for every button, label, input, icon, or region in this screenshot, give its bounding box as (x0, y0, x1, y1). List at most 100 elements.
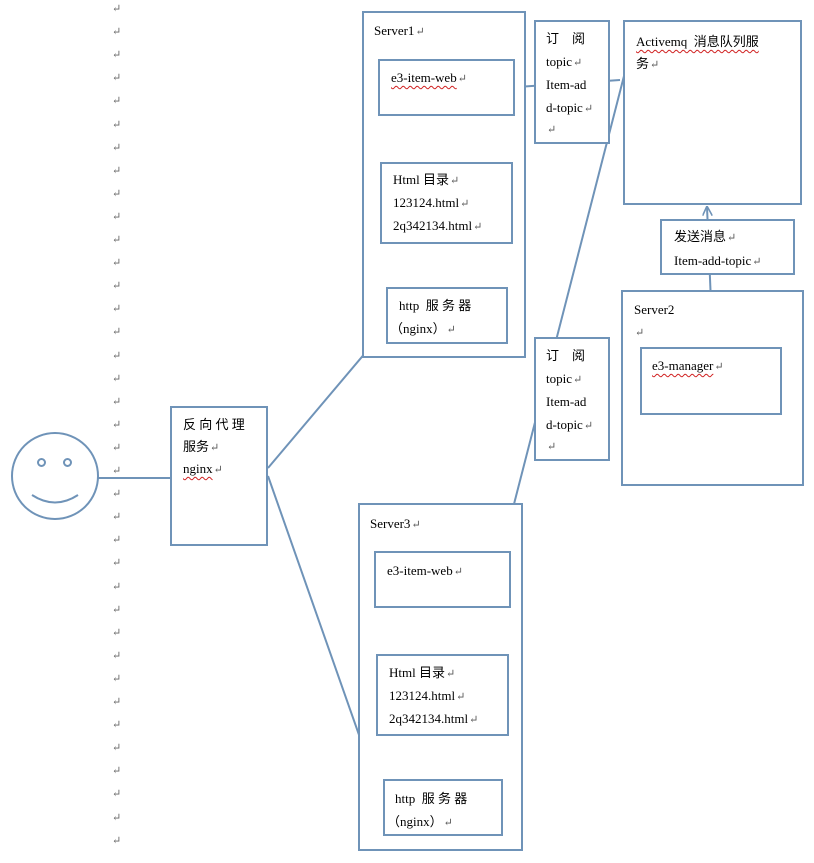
paragraph-mark: ↵ (415, 26, 425, 38)
server1-web: e3-item-web (391, 70, 457, 85)
send-line1-wrap: 发送消息↵ (674, 226, 736, 249)
server3-web: e3-item-web (387, 563, 453, 578)
manager-wrap: e3-manager↵ (652, 355, 724, 378)
server1-html-box: Html 目录↵ 123124.html↵ 2q342134.html↵ (380, 162, 513, 244)
paragraph-mark: ↵ (112, 673, 122, 685)
proxy-line1: 反 向 代 理 (183, 417, 245, 432)
server3-http-line2: （nginx） (387, 814, 443, 829)
paragraph-mark: ↵ (112, 765, 122, 777)
server3-html-title-wrap: Html 目录↵ (389, 662, 455, 685)
paragraph-mark: ↵ (446, 324, 456, 336)
server1-file1: 123124.html (393, 195, 460, 210)
paragraph-mark: ↵ (727, 232, 737, 244)
paragraph-mark: ↵ (112, 742, 122, 754)
e3-manager-box: e3-manager↵ (640, 347, 782, 415)
activemq-box: Activemq 消息队列服 务↵ (623, 20, 802, 205)
paragraph-mark: ↵ (112, 188, 122, 200)
paragraph-mark: ↵ (112, 326, 122, 338)
paragraph-mark: ↵ (547, 441, 557, 453)
activemq-line2-wrap: 务↵ (636, 53, 659, 76)
sub-bottom-line4: d-topic (546, 417, 583, 432)
server1-file2: 2q342134.html (393, 218, 473, 233)
paragraph-mark: ↵ (112, 211, 122, 223)
paragraph-mark: ↵ (112, 835, 122, 847)
paragraph-mark: ↵ (714, 361, 724, 373)
paragraph-mark: ↵ (457, 73, 467, 85)
server3-title-wrap: Server3↵ (370, 513, 421, 536)
server2-title: Server2 (634, 302, 675, 317)
paragraph-mark: ↵ (449, 175, 460, 187)
proxy-line2-wrap: 服务↵ (183, 436, 219, 459)
paragraph-mark: ↵ (460, 198, 470, 210)
send-message-box: 发送消息↵ Item-add-topic↵ (660, 219, 795, 275)
paragraph-mark: ↵ (112, 511, 122, 523)
paragraph-mark: ↵ (112, 719, 122, 731)
server1-web-wrap: e3-item-web↵ (391, 67, 467, 90)
user-eye-right (63, 458, 72, 467)
proxy-line3: nginx (183, 461, 213, 476)
paragraph-mark: ↵ (650, 59, 660, 71)
paragraph-mark: ↵ (112, 627, 122, 639)
sub-top-line2: topic (546, 54, 572, 69)
server3-http-line2-wrap: （nginx）↵ (387, 811, 453, 834)
server1-title-wrap: Server1↵ (374, 20, 425, 43)
paragraph-mark: ↵ (112, 280, 122, 292)
sub-bottom-line3: Item-ad (546, 394, 587, 409)
server1-http-box: http 服 务 器 （nginx）↵ (386, 287, 508, 344)
proxy-line3-wrap: nginx↵ (183, 458, 223, 481)
paragraph-mark: ↵ (112, 812, 122, 824)
server3-html-title: Html 目录 (389, 665, 445, 680)
sub-top-line3: Item-ad (546, 77, 587, 92)
activemq-line1: Activemq 消息队列服 (636, 34, 759, 49)
paragraph-mark: ↵ (635, 327, 645, 339)
server1-file2-wrap: 2q342134.html↵ (393, 215, 482, 238)
server1-html-title: Html 目录 (393, 172, 449, 187)
user-eye-left (37, 458, 46, 467)
paragraph-mark: ↵ (210, 442, 220, 454)
paragraph-mark: ↵ (112, 696, 122, 708)
server3-http-box: http 服 务 器 （nginx）↵ (383, 779, 503, 836)
paragraph-mark: ↵ (752, 256, 762, 268)
paragraph-mark: ↵ (573, 374, 583, 386)
server3-file1: 123124.html (389, 688, 456, 703)
paragraph-mark: ↵ (573, 57, 583, 69)
paragraph-mark: ↵ (456, 691, 466, 703)
paragraph-mark: ↵ (112, 26, 122, 38)
server3-file2: 2q342134.html (389, 711, 469, 726)
mq-server3-arrow (495, 75, 625, 578)
sub-top-line5: ↵ (546, 118, 556, 141)
paragraph-mark: ↵ (112, 419, 122, 431)
paragraph-mark: ↵ (112, 373, 122, 385)
reverse-proxy-box: 反 向 代 理 服务↵ nginx↵ (170, 406, 268, 546)
paragraph-mark: ↵ (112, 788, 122, 800)
server1-file1-wrap: 123124.html↵ (393, 192, 469, 215)
subscribe-box-bottom: 订 阅 topic↵ Item-ad d-topic↵ ↵ (534, 337, 610, 461)
paragraph-mark: ↵ (453, 566, 463, 578)
paragraph-mark: ↵ (469, 714, 479, 726)
paragraph-mark: ↵ (473, 221, 483, 233)
activemq-line1-wrap: Activemq 消息队列服 (636, 31, 759, 53)
subscribe-box-top: 订 阅 topic↵ Item-ad d-topic↵ ↵ (534, 20, 610, 144)
sub-top-line4-wrap: d-topic↵ (546, 97, 593, 120)
paragraph-mark: ↵ (583, 103, 594, 115)
paragraph-mark: ↵ (112, 604, 122, 616)
paragraph-mark: ↵ (112, 557, 122, 569)
paragraph-mark: ↵ (213, 464, 223, 476)
server3-file2-wrap: 2q342134.html↵ (389, 708, 478, 731)
send-line2: Item-add-topic (674, 253, 752, 268)
paragraph-mark: ↵ (112, 234, 122, 246)
send-line1: 发送消息 (674, 229, 727, 244)
paragraph-mark: ↵ (112, 3, 122, 15)
paragraph-mark: ↵ (443, 817, 453, 829)
paragraph-mark: ↵ (112, 442, 122, 454)
server1-title: Server1 (374, 23, 415, 38)
server3-title: Server3 (370, 516, 411, 531)
paragraph-mark: ↵ (445, 668, 456, 680)
paragraph-mark: ↵ (112, 165, 122, 177)
sub-top-line4: d-topic (546, 100, 583, 115)
server3-html-box: Html 目录↵ 123124.html↵ 2q342134.html↵ (376, 654, 509, 736)
paragraph-mark: ↵ (411, 519, 421, 531)
sub-bottom-line5: ↵ (546, 435, 556, 458)
sub-bottom-line2: topic (546, 371, 572, 386)
sub-bottom-line2-wrap: topic↵ (546, 368, 582, 391)
